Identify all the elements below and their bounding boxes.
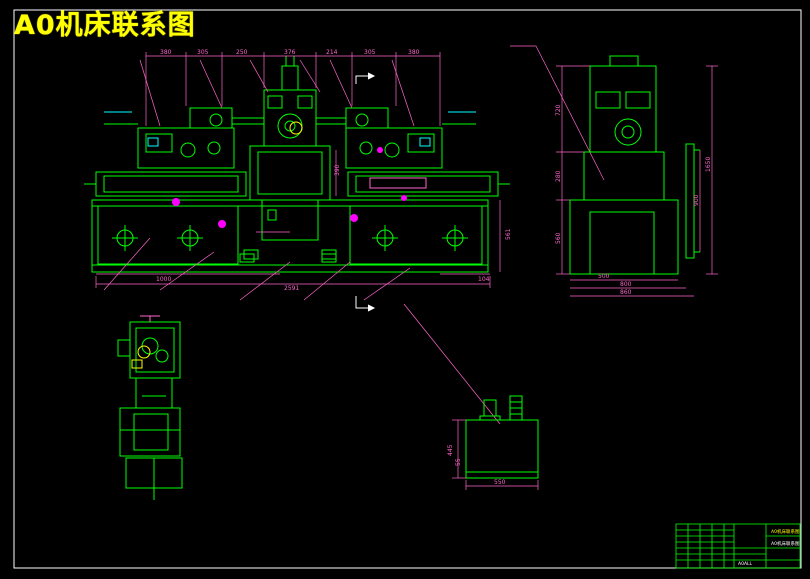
lower-left-body [119,407,181,457]
dim-side-middle: 280 [555,170,562,182]
side-view [569,55,700,275]
right-valve-marker-2 [401,195,407,201]
front-left-bed-box [97,205,239,265]
dim-side-upper: 720 [555,104,562,116]
side-arm [685,143,695,259]
lower-left-highlights [131,315,160,369]
front-center-pedestal [261,199,319,241]
dim-side-column: 900 [693,194,700,206]
drawing-title: A0机床联系图 [14,10,196,41]
dim-side-lower: 560 [555,232,562,244]
side-column [583,151,665,201]
front-right-head [345,127,443,169]
dim-pump-width: 550 [494,479,506,486]
dim-side-base-a: 500 [598,273,610,280]
dim-front-height: 390 [334,164,341,176]
dim-top-1: 380 [160,49,172,56]
side-motor-housing [589,65,657,153]
side-dimension-lines [556,65,718,297]
title-block [675,523,801,569]
front-right-spindle-box [345,107,389,129]
dim-pump-h1: 445 [447,444,454,456]
right-hydraulic-block [369,177,427,189]
lower-left-gearbox [129,321,181,379]
dim-side-base-total: 860 [620,289,632,296]
center-gear-highlight [289,121,303,135]
front-base-bed [91,199,489,273]
dim-front-bottom-right: 104 [478,276,490,283]
dim-top-5: 214 [326,49,338,56]
pump-tank [465,419,539,479]
side-dimension-labels: 720 280 560 1650 900 500 800 860 [555,104,712,296]
front-dimension-lines [95,45,605,425]
lower-left-view [117,321,183,500]
title-block-school: A0机床联系图 [771,528,800,535]
dim-top-6: 305 [364,49,376,56]
title-block-text: A0机床联系图 A0机床联系图 A0ALL [738,528,800,567]
side-spindle-circle [614,118,642,146]
pump-dimension-lines [452,419,539,490]
dim-top-3: 250 [236,49,248,56]
drawing-border [13,9,802,569]
dim-top-7: 380 [408,49,420,56]
dim-side-total: 1650 [705,157,712,172]
center-valve-marker [218,220,226,228]
right-head-marker [377,147,383,153]
dim-top-4: 376 [284,49,296,56]
front-view [84,56,510,273]
front-dimension-labels: 380 305 250 376 214 305 380 390 561 1000… [156,49,512,292]
side-base [569,199,679,275]
right-head-cyan-detail [419,137,431,147]
front-left-spindle-box [189,107,233,129]
right-valve-marker [350,214,358,222]
pump-dimension-labels: 445 55 550 [447,444,506,486]
front-center-column [249,145,331,201]
dim-front-side: 561 [505,228,512,240]
front-left-head [137,127,235,169]
front-accents [104,111,476,228]
left-head-cyan-detail [147,137,159,147]
dim-side-base-b: 800 [620,281,632,288]
pump-motor [483,399,497,417]
front-right-bed-box [349,205,483,265]
title-block-scale: A0ALL [738,561,753,567]
dim-pump-h2: 55 [455,458,462,466]
dim-top-2: 305 [197,49,209,56]
lower-left-column [135,377,173,409]
title-block-drawing-name: A0机床联系图 [771,540,800,547]
dim-front-overall: 2591 [284,285,299,292]
left-valve-marker [172,198,180,206]
section-markers [355,72,376,312]
pump-station [465,395,539,479]
dim-front-bottom-left: 1000 [156,276,171,283]
